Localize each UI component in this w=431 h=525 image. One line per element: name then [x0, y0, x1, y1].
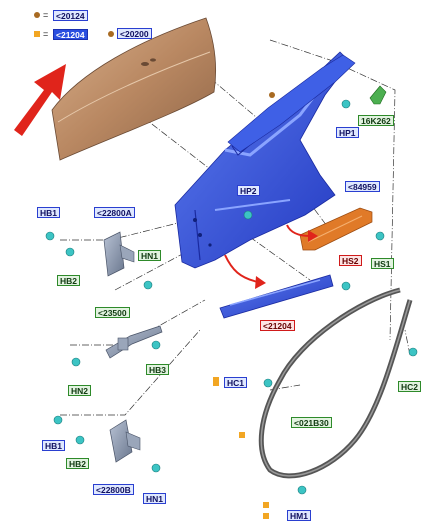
label-door-skin: <20200	[117, 28, 152, 39]
check-strap	[105, 325, 163, 359]
label-tape: 16K262	[358, 115, 394, 126]
fastener-hb2	[65, 247, 75, 257]
legend-dot-code: <20124	[53, 10, 88, 21]
curved-arrow	[286, 224, 311, 237]
square-marker	[263, 502, 269, 508]
fastener-hs1	[375, 231, 385, 241]
intrusion-beam	[219, 274, 334, 319]
label-hc2: HC2	[398, 381, 422, 392]
legend-equals: =	[43, 29, 49, 39]
label-hinge-lower: <22800B	[93, 484, 134, 495]
fastener-hn2	[71, 357, 81, 367]
fastener-hs2	[341, 281, 351, 291]
legend-equals: =	[43, 10, 49, 20]
label-hb2-upper: HB2	[57, 275, 81, 286]
label-hb3: HB3	[146, 364, 170, 375]
label-hb1-lower: HB1	[42, 440, 66, 451]
label-hinge-upper: <22800A	[94, 207, 135, 218]
label-hc1: HC1	[224, 377, 248, 388]
curved-arrow-head	[308, 230, 318, 242]
fastener-hn1-lower	[151, 463, 161, 473]
weatherstrip-seal	[258, 287, 413, 479]
fastener-hb3	[151, 340, 161, 350]
fastener-hb2-lower	[75, 435, 85, 445]
label-hp2: HP2	[237, 185, 260, 196]
skin-hole	[150, 58, 156, 62]
label-check-strap: <23500	[95, 307, 130, 318]
label-hb1-upper: HB1	[37, 207, 61, 218]
legend-dot-icon	[34, 12, 40, 18]
frame-hole	[198, 233, 202, 237]
dot-marker	[269, 92, 275, 98]
skin-hole	[141, 62, 149, 66]
fastener-hp2	[243, 210, 253, 220]
fastener-hc1	[263, 378, 273, 388]
label-hn2: HN2	[68, 385, 92, 396]
frame-hole	[193, 218, 197, 222]
legend-square-code: <21204	[53, 29, 88, 40]
red-arrows	[14, 64, 318, 289]
label-hs1: HS1	[371, 258, 394, 269]
label-beam: <21204	[260, 320, 295, 331]
fastener-hc2	[408, 347, 418, 357]
label-weatherstrip: <021B30	[291, 417, 332, 428]
label-hn1-lower: HN1	[143, 493, 167, 504]
upper-hinge	[103, 231, 135, 277]
fastener-hn1	[143, 280, 153, 290]
label-hb2-lower: HB2	[66, 458, 90, 469]
pointer-arrow	[14, 64, 66, 136]
label-hn1-upper: HN1	[138, 250, 162, 261]
fastener-hm1	[297, 485, 307, 495]
label-hp1: HP1	[336, 127, 359, 138]
curved-arrow-head	[255, 276, 266, 289]
frame-hole	[208, 243, 212, 247]
curved-arrow	[224, 254, 259, 283]
label-hs2: HS2	[339, 255, 362, 266]
door-skin-dot-icon	[108, 31, 114, 37]
label-hm1: HM1	[287, 510, 311, 521]
square-marker	[239, 432, 245, 438]
fastener-hb1-lower	[53, 415, 63, 425]
window-frame	[227, 54, 356, 153]
door-outer-skin	[51, 17, 216, 161]
fastener-hp1	[341, 99, 351, 109]
guard-panel	[299, 207, 373, 251]
fastener-hb1	[45, 231, 55, 241]
tape-clip	[369, 85, 387, 105]
label-guard: <84959	[345, 181, 380, 192]
fasteners	[45, 99, 418, 495]
hc1-square-icon	[213, 380, 219, 386]
lower-hinge	[109, 419, 141, 463]
legend-square-icon	[34, 31, 40, 37]
hm1-square-icon	[263, 513, 269, 519]
